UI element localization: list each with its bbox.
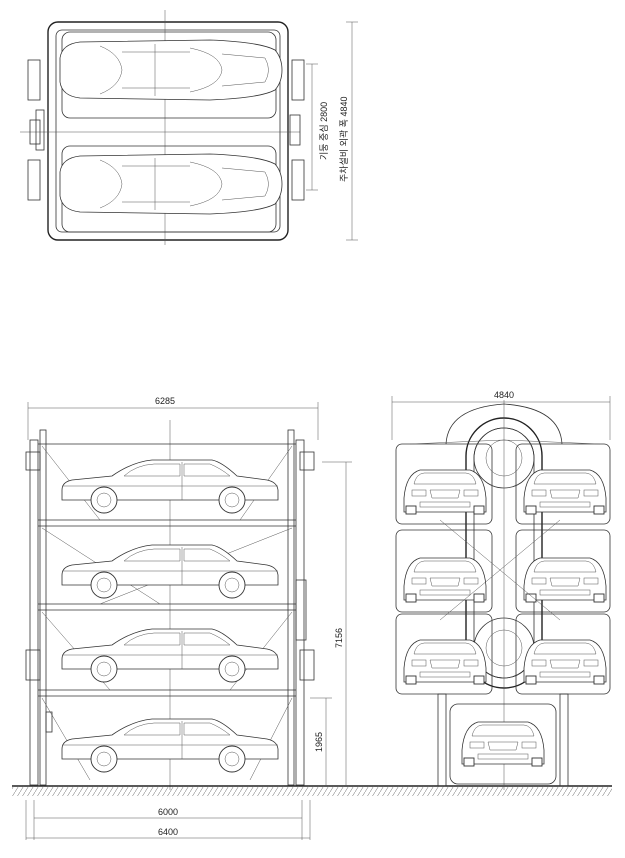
dim-side-top: 6285	[155, 396, 175, 406]
dim-front-top: 4840	[494, 390, 514, 400]
dim-side-ground-level: 1965	[314, 732, 324, 752]
dim-side-bottom-outer: 6400	[158, 827, 178, 837]
dim-label-column-center: 기둥 중심 2800	[319, 102, 329, 160]
front-view: 4840	[391, 390, 611, 790]
dim-side-bottom-inner: 6000	[158, 807, 178, 817]
dim-side-height: 7156	[334, 628, 344, 648]
side-view: 6285	[12, 396, 612, 840]
dim-label-overall-width: 주차설비 외곽 폭 4840	[338, 97, 349, 182]
plan-view: 기둥 중심 2800 주차설비 외곽 폭 4840	[20, 10, 358, 245]
